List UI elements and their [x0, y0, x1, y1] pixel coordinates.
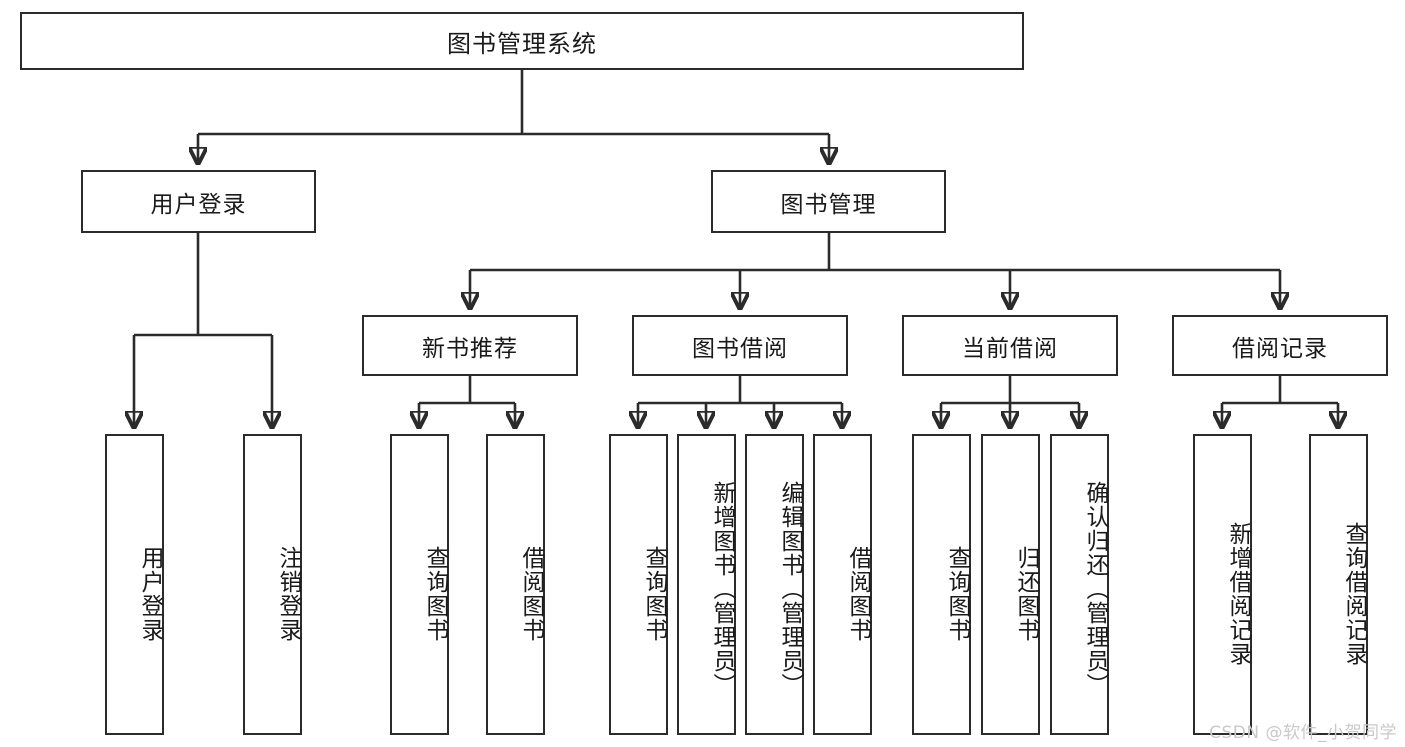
node-label: 图书借阅: [692, 335, 788, 362]
node-label: 用户登录: [150, 191, 247, 218]
node-label: 当前借阅: [962, 335, 1058, 362]
node-user-login[interactable]: 用户登录: [81, 170, 316, 233]
node-label: 借阅图书: [845, 545, 871, 642]
node-leaf-query-record[interactable]: 查询借阅记录: [1309, 434, 1368, 735]
node-leaf-query-book-1[interactable]: 查询图书: [390, 434, 449, 735]
node-label: 借阅记录: [1232, 335, 1328, 362]
node-borrow-record[interactable]: 借阅记录: [1172, 315, 1388, 376]
node-label: 查询借阅记录: [1341, 521, 1367, 666]
node-label: 确认归还（管理员）: [1082, 480, 1108, 697]
node-leaf-edit-book[interactable]: 编辑图书（管理员）: [745, 434, 804, 735]
node-label: 图书管理系统: [447, 29, 597, 58]
node-label: 查询图书: [944, 545, 970, 642]
node-leaf-borrow-book-1[interactable]: 借阅图书: [486, 434, 545, 735]
node-label: 归还图书: [1013, 545, 1039, 642]
node-current-borrow[interactable]: 当前借阅: [902, 315, 1118, 376]
node-leaf-logout[interactable]: 注销登录: [243, 434, 302, 735]
node-label: 注销登录: [275, 545, 301, 642]
node-leaf-query-book-3[interactable]: 查询图书: [912, 434, 971, 735]
node-leaf-query-book-2[interactable]: 查询图书: [609, 434, 668, 735]
node-label: 新增图书（管理员）: [709, 480, 735, 697]
node-label: 新增借阅记录: [1225, 521, 1251, 666]
node-label: 查询图书: [422, 545, 448, 642]
csdn-watermark: CSDN @软件_小贺同学: [1209, 723, 1397, 743]
node-leaf-add-record[interactable]: 新增借阅记录: [1193, 434, 1252, 735]
node-leaf-return-book[interactable]: 归还图书: [981, 434, 1040, 735]
node-label: 查询图书: [641, 545, 667, 642]
node-book-borrow[interactable]: 图书借阅: [632, 315, 848, 376]
node-book-manage[interactable]: 图书管理: [711, 170, 946, 233]
node-label: 借阅图书: [518, 545, 544, 642]
node-label: 编辑图书（管理员）: [777, 480, 803, 697]
node-new-book-recommend[interactable]: 新书推荐: [362, 315, 578, 376]
node-label: 新书推荐: [422, 335, 518, 362]
node-label: 用户登录: [137, 545, 163, 642]
node-leaf-add-book[interactable]: 新增图书（管理员）: [677, 434, 736, 735]
node-leaf-confirm-return[interactable]: 确认归还（管理员）: [1050, 434, 1109, 735]
node-leaf-borrow-book-2[interactable]: 借阅图书: [813, 434, 872, 735]
node-label: 图书管理: [780, 191, 877, 218]
node-root-system[interactable]: 图书管理系统: [20, 12, 1024, 70]
node-leaf-user-login[interactable]: 用户登录: [105, 434, 164, 735]
